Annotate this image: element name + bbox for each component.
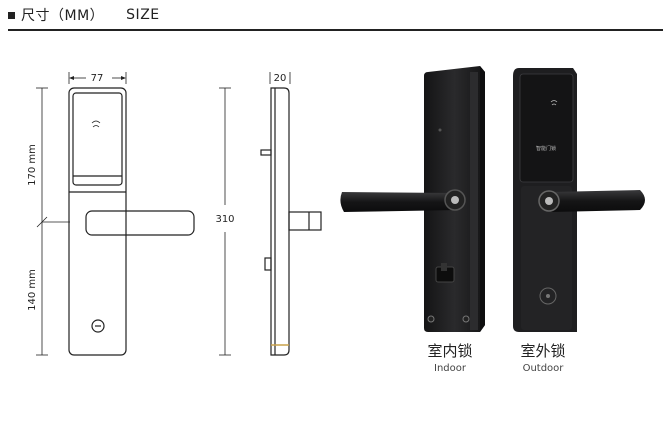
outdoor-label-cn: 室外锁 [520,342,566,360]
outdoor-lock-image [513,68,645,332]
bullet-square-icon [8,11,15,19]
indoor-label-en: Indoor [434,363,466,374]
indoor-label-cn: 室内锁 [427,342,473,360]
thickness-label: 20 [274,73,287,84]
total-height-dimension [219,87,231,356]
section-header: 尺寸（MM） SIZE [8,5,160,25]
side-body [270,87,290,356]
width-label: 77 [91,73,104,84]
indoor-caption: 室内锁 Indoor [416,340,484,374]
vertical-dimension-left [36,87,70,356]
upper-dimension-label: 170 mm [27,144,38,186]
lower-dimension-label: 140 mm [27,269,38,311]
nfc-icon [91,120,101,128]
card-panel-text: 智能门锁 [536,145,556,152]
front-handle [85,210,195,236]
side-view [260,87,322,356]
total-height-label: 310 [215,214,234,225]
header-divider [8,29,663,31]
outdoor-caption: 室外锁 Outdoor [505,340,581,374]
side-cylinder [264,257,272,271]
card-reader-panel [72,92,123,186]
indoor-lock-image [340,66,485,332]
thickness-dimension [269,72,291,84]
side-handle [288,211,322,231]
header-title-en: SIZE [126,7,160,23]
side-spindle [260,149,272,156]
front-view [68,87,195,356]
width-dimension [68,72,127,84]
outdoor-label-en: Outdoor [522,363,564,374]
front-plate-outline [68,87,127,356]
header-title-cn: 尺寸（MM） [21,8,105,24]
key-cylinder-icon [91,319,105,333]
